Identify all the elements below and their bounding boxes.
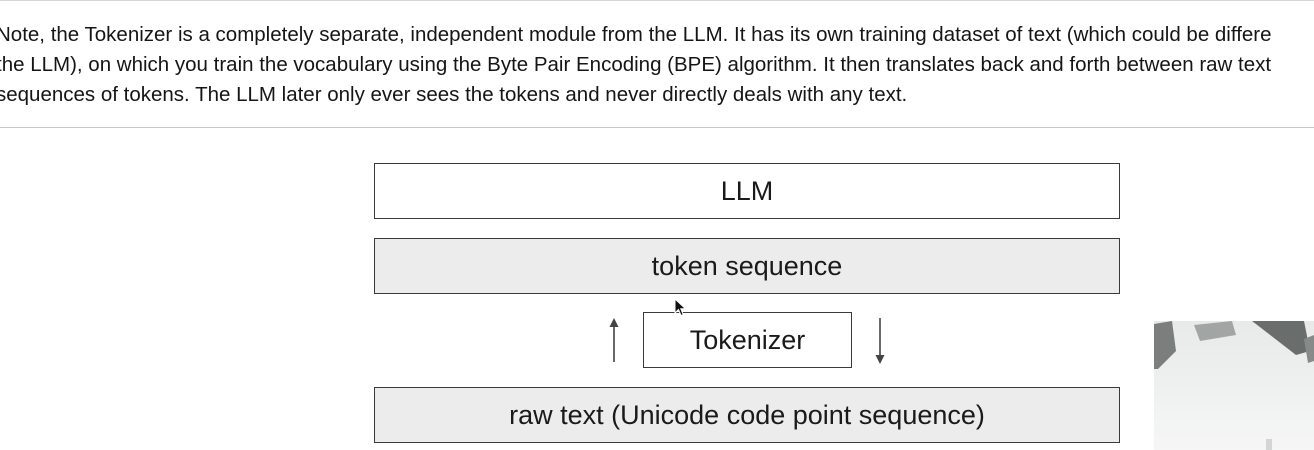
arrow-down-icon [875,318,885,364]
tokenizer-box: Tokenizer [643,312,852,368]
webcam-overlay [1154,321,1314,450]
raw-text-box: raw text (Unicode code point sequence) [374,387,1120,443]
raw-text-label: raw text (Unicode code point sequence) [509,399,985,430]
note-line-1: Note, the Tokenizer is a completely sepa… [0,23,1272,46]
note-line-2: the LLM), on which you train the vocabul… [0,53,1272,76]
llm-box: LLM [374,163,1120,219]
token-sequence-label: token sequence [651,250,843,281]
webcam-scene [1154,321,1314,450]
tokenizer-label: Tokenizer [689,324,806,355]
mouse-pointer-icon [674,298,687,317]
top-divider [0,0,1314,1]
arrow-up-icon [609,318,619,362]
llm-label: LLM [720,175,774,206]
section-divider [0,127,1314,128]
note-line-3: sequences of tokens. The LLM later only … [0,83,908,106]
note-paragraph: Note, the Tokenizer is a completely sepa… [0,20,1314,110]
token-sequence-box: token sequence [374,238,1120,294]
